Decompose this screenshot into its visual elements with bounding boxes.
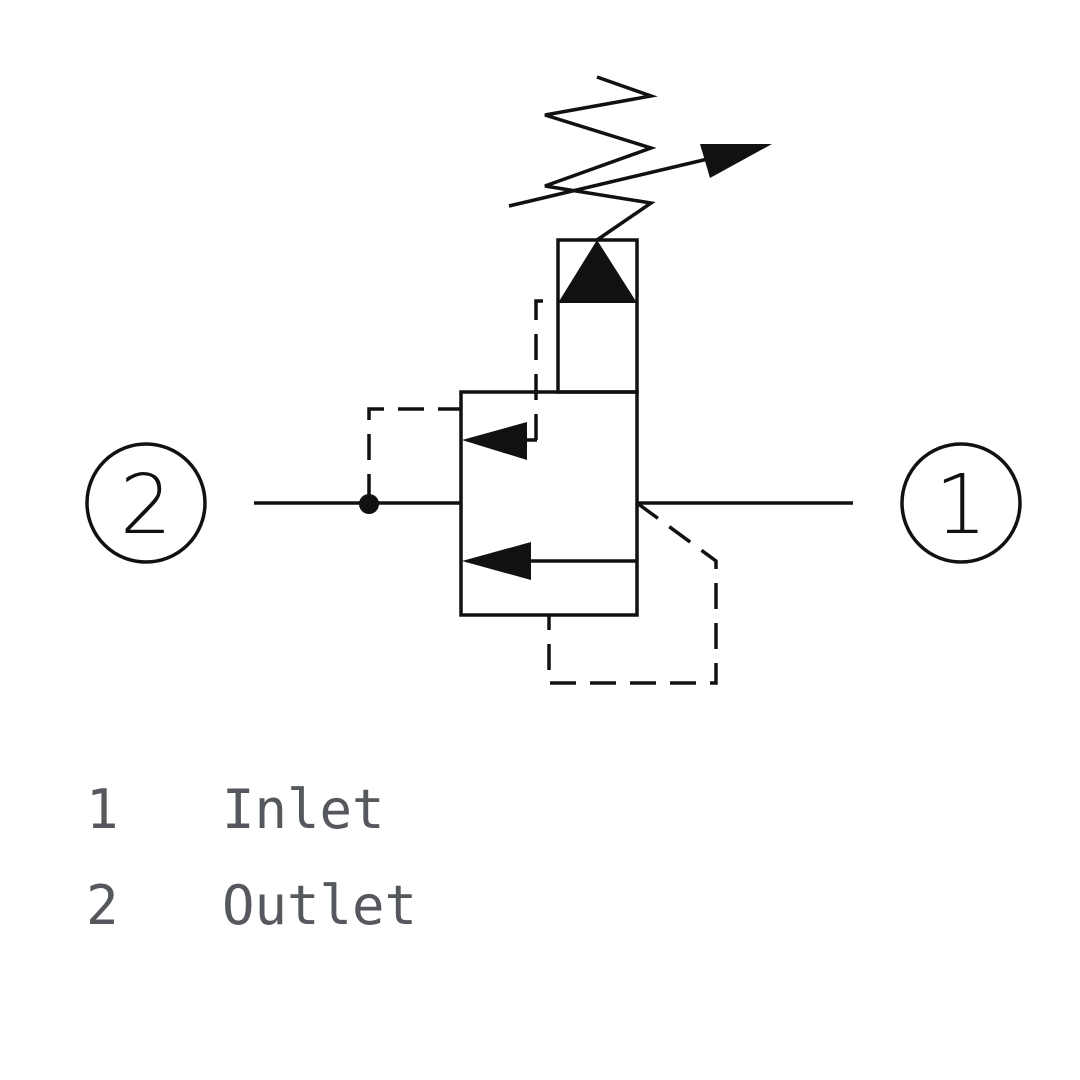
flow-arrowhead bbox=[462, 542, 531, 580]
junction-dot bbox=[359, 494, 379, 514]
adjustable-arrow-line bbox=[508, 156, 713, 208]
legend-row-outlet: 2 Outlet bbox=[86, 858, 417, 954]
legend-number: 1 bbox=[86, 778, 119, 841]
pilot-triangle bbox=[558, 240, 637, 303]
port-2-label: 2 bbox=[120, 458, 172, 553]
adjustable-arrowhead bbox=[700, 144, 772, 178]
legend-label: Outlet bbox=[222, 874, 418, 937]
legend-label: Inlet bbox=[222, 778, 385, 841]
port-1-label: 1 bbox=[935, 458, 987, 553]
port-1-circle bbox=[900, 442, 1022, 564]
pilot-line-inner bbox=[534, 299, 558, 440]
pilot-line-drain bbox=[547, 501, 718, 685]
legend-number: 2 bbox=[86, 874, 119, 937]
hydraulic-valve-symbol: 2 1 bbox=[85, 75, 1022, 685]
valve-body bbox=[459, 390, 639, 617]
pilot-line-left bbox=[367, 407, 461, 500]
spring-icon bbox=[544, 75, 658, 242]
port-2-circle bbox=[85, 442, 207, 564]
pilot-arrowhead bbox=[462, 422, 527, 460]
legend-row-inlet: 1 Inlet bbox=[86, 762, 417, 858]
port-legend: 1 Inlet 2 Outlet bbox=[86, 762, 417, 954]
